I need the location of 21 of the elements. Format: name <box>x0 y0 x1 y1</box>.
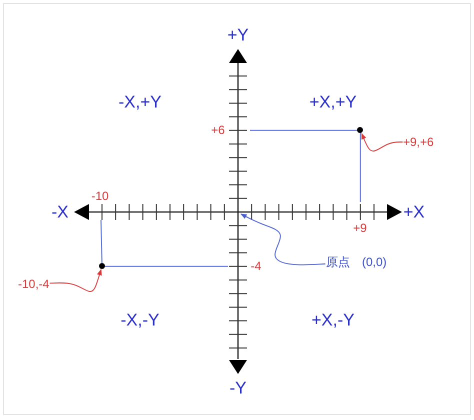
quadrant-label: -X,-Y <box>120 312 160 328</box>
axis-label: -Y <box>230 380 246 396</box>
quadrant-label: +X,-Y <box>312 312 354 328</box>
leader-line <box>361 132 404 152</box>
annotation-text: (0,0) <box>362 256 387 268</box>
point-dot <box>357 127 364 134</box>
leader-line <box>49 268 102 292</box>
axis-label: -X <box>52 204 68 220</box>
coordinate-value: -4 <box>250 260 262 272</box>
quadrant-label: +X,+Y <box>309 94 357 110</box>
coordinate-value: +9 <box>353 222 367 234</box>
quadrant-label: -X,+Y <box>118 94 162 110</box>
coordinate-value: +6 <box>211 124 225 136</box>
leader-line <box>240 214 326 266</box>
point-dot <box>99 263 105 270</box>
axis-label: +Y <box>227 26 249 44</box>
annotation-text: -10,-4 <box>18 278 50 290</box>
coordinate-value: -10 <box>91 190 109 202</box>
annotation-text: +9,+6 <box>403 136 434 148</box>
annotation-text: 原点 <box>326 256 350 268</box>
axis-label: +X <box>403 204 425 220</box>
